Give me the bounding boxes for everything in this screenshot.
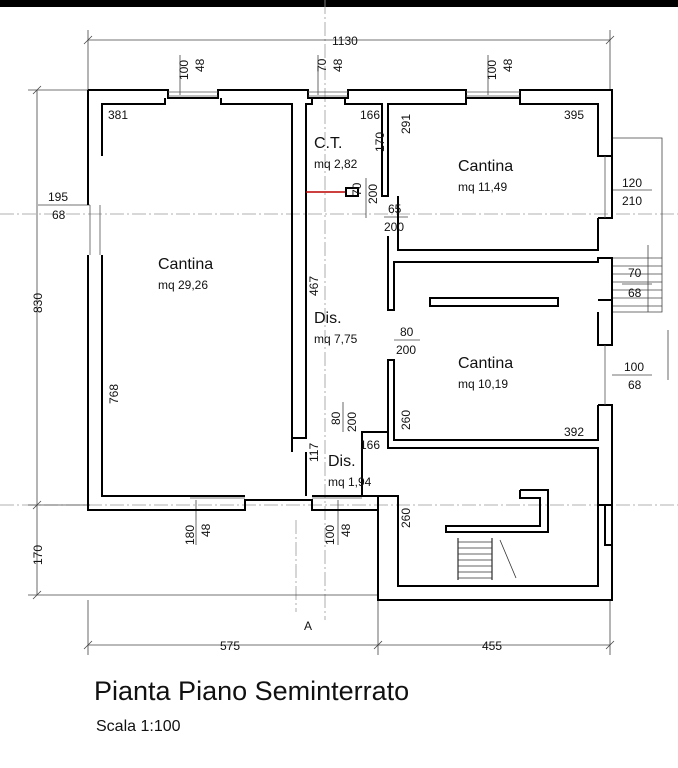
dim-total-width: 1130 [332, 34, 358, 48]
room-area-cantina-1: mq 29,26 [158, 278, 208, 292]
dim-window-right-3-w: 100 [624, 360, 644, 374]
dim-window-top-3-w: 100 [485, 60, 499, 80]
dim-door-dis-w: 80 [329, 411, 343, 425]
dim-291: 291 [399, 114, 413, 134]
dim-window-left-w: 195 [48, 190, 68, 204]
stair-rail [445, 489, 549, 533]
plan-title: Pianta Piano Seminterrato [94, 676, 410, 706]
room-area-ct: mq 2,82 [314, 157, 358, 171]
dim-window-top-2-w: 70 [315, 58, 329, 72]
top-bar [0, 0, 678, 7]
dim-door-cantina-2-h: 200 [384, 220, 404, 234]
wall-cantina3-bottom [387, 359, 613, 506]
room-name-dis-1: Dis. [314, 310, 342, 327]
dim-left-width: 575 [220, 639, 240, 653]
wall-inner [597, 312, 613, 346]
dim-window-left-h: 68 [52, 208, 66, 222]
tick [605, 640, 615, 650]
room-area-dis-1: mq 7,75 [314, 332, 358, 346]
tick [373, 640, 383, 650]
dimension-lines [28, 30, 669, 655]
dim-window-bottom-2-w: 100 [323, 525, 337, 545]
wall-stair-room [377, 448, 599, 587]
dim-window-bottom-1-h: 48 [199, 523, 213, 537]
dim-260-b: 260 [399, 508, 413, 528]
wall-cantina3-top [387, 236, 613, 312]
wall-inner [344, 98, 467, 197]
tick [32, 590, 42, 600]
external-outline [612, 137, 663, 313]
dim-stair-depth: 170 [31, 545, 45, 565]
wall-inner [220, 98, 313, 439]
dim-total-height: 830 [31, 293, 45, 313]
wall-cantina2-bottom [397, 196, 599, 251]
wall-window-right [604, 504, 613, 546]
dim-170: 170 [373, 132, 387, 152]
tick [83, 35, 93, 45]
dim-window-bottom-1-w: 180 [183, 525, 197, 545]
dim-door-cantina-2-w: 65 [388, 202, 402, 216]
room-name-cantina-1: Cantina [158, 256, 213, 273]
room-area-cantina-3: mq 10,19 [458, 377, 508, 391]
room-name-cantina-2: Cantina [458, 158, 513, 175]
dim-window-bottom-2-h: 48 [339, 523, 353, 537]
room-area-cantina-2: mq 11,49 [458, 180, 507, 194]
plan-scale: Scala 1:100 [96, 718, 181, 735]
dim-381: 381 [108, 108, 128, 122]
exterior-wall-top [88, 89, 613, 138]
windows [89, 91, 606, 499]
dim-117: 117 [307, 443, 321, 462]
partition [429, 297, 559, 307]
wall-inner [101, 98, 166, 156]
section-mark: A [304, 619, 312, 633]
walls [87, 89, 613, 601]
dim-window-top-2-h: 48 [331, 58, 345, 72]
dim-door-cantina-3-h: 200 [396, 343, 416, 357]
dim-467: 467 [307, 276, 321, 296]
room-name-ct: C.T. [314, 135, 342, 152]
tick [32, 85, 42, 95]
dim-window-top-1-w: 100 [177, 60, 191, 80]
dim-260-a: 260 [399, 410, 413, 430]
wall-inner [519, 98, 612, 157]
dim-166-top: 166 [360, 108, 380, 122]
wall-inner [598, 138, 613, 219]
dim-door-ct-h: 200 [366, 184, 380, 204]
dim-window-right-1-h: 210 [622, 194, 642, 208]
stair-arrow [499, 539, 517, 579]
door-jamb [345, 187, 359, 197]
dim-window-right-2-w: 70 [628, 266, 642, 280]
exterior-wall-bottom [87, 255, 613, 601]
dim-window-right-3-h: 68 [628, 378, 642, 392]
dim-door-ct-w: 70 [350, 182, 364, 196]
room-area-dis-2: mq 1,94 [328, 475, 372, 489]
stair-steps [458, 539, 517, 579]
dim-door-cantina-3-w: 80 [400, 325, 414, 339]
tick [32, 500, 42, 510]
dim-window-right-2-h: 68 [628, 286, 642, 300]
dim-392: 392 [564, 425, 584, 439]
room-name-cantina-3: Cantina [458, 355, 513, 372]
tick [605, 35, 615, 45]
dim-768: 768 [107, 384, 121, 404]
dim-window-top-1-h: 48 [193, 58, 207, 72]
axis-lines [0, 0, 678, 620]
wall-inner [101, 255, 245, 497]
dim-166-mid: 166 [360, 438, 380, 452]
dim-395: 395 [564, 108, 584, 122]
room-name-dis-2: Dis. [328, 453, 356, 470]
tick [83, 640, 93, 650]
wall-inner [361, 431, 388, 496]
dim-window-top-3-h: 48 [501, 58, 515, 72]
dim-door-dis-h: 200 [345, 412, 359, 432]
dim-right-width: 455 [482, 639, 502, 653]
dim-window-right-1-w: 120 [622, 176, 642, 190]
